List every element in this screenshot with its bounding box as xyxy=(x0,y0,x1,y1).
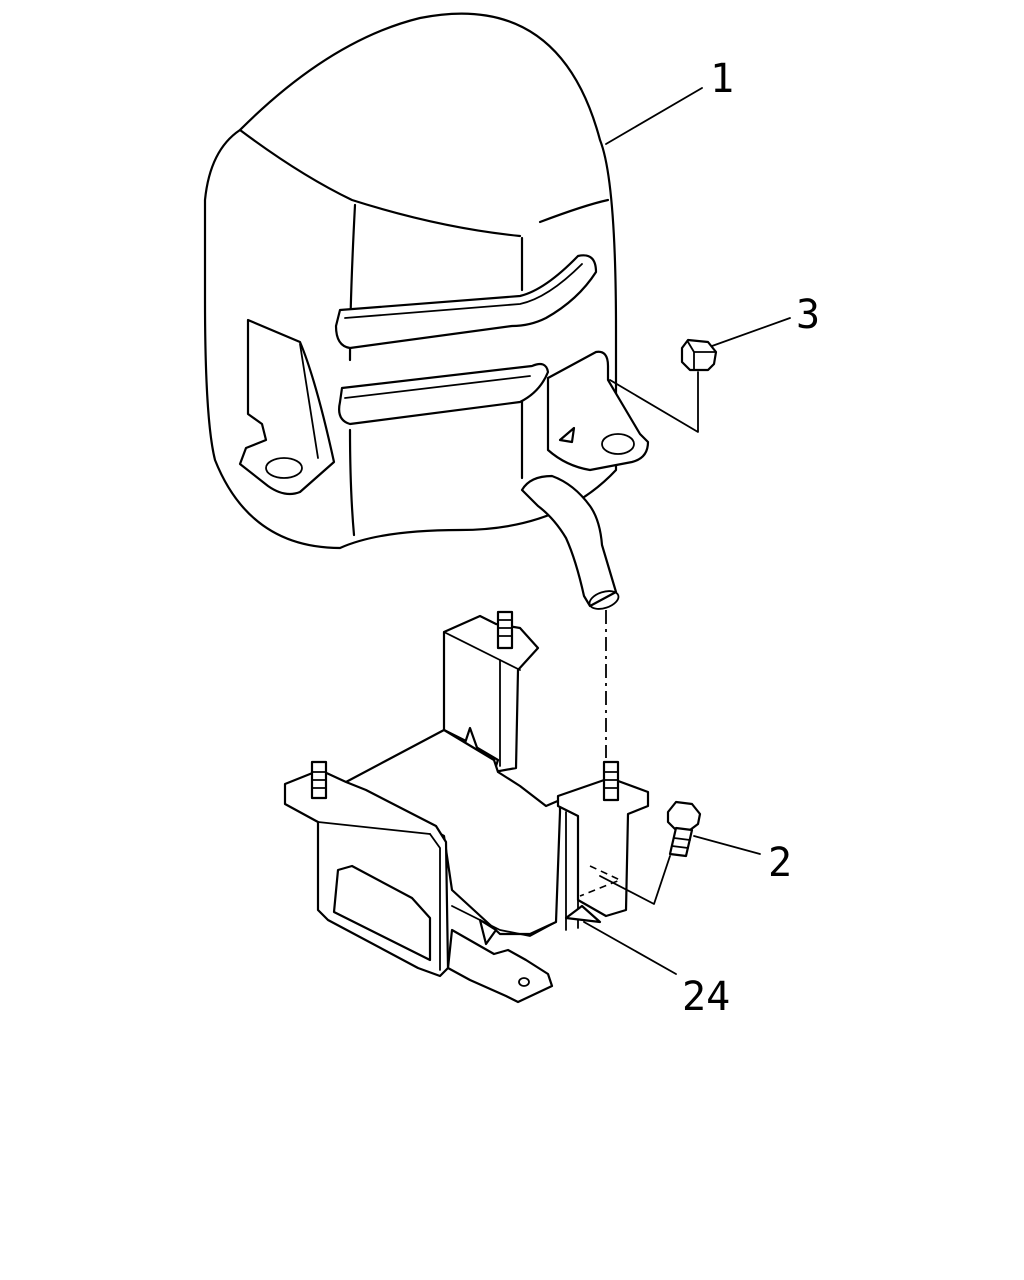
leader-3 xyxy=(711,317,791,347)
stud-right xyxy=(602,760,620,802)
stud-left xyxy=(310,760,328,800)
part-24-mounting-tray xyxy=(283,610,650,1004)
part-1-tank-housing xyxy=(203,12,650,610)
part-2-bolt xyxy=(599,800,702,905)
callout-3: 3 xyxy=(796,292,820,338)
leader-1 xyxy=(605,87,703,145)
leader-2 xyxy=(693,835,761,855)
callout-2: 2 xyxy=(768,840,792,886)
callout-1: 1 xyxy=(710,56,734,102)
part-3-nut xyxy=(609,338,718,433)
callout-24: 24 xyxy=(682,974,730,1020)
stud-top xyxy=(496,610,514,650)
leader-24 xyxy=(583,921,677,975)
